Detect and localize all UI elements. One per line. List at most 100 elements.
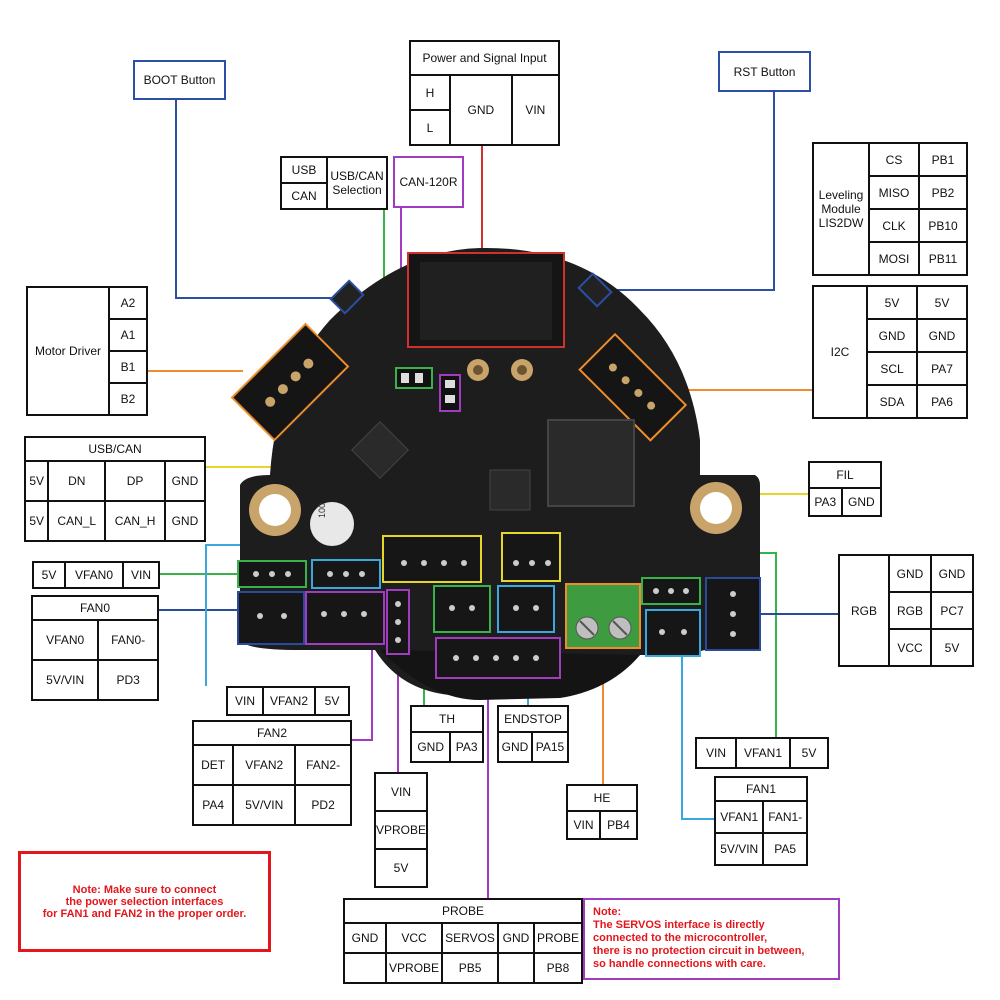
- fan0-table: FAN0 VFAN0 FAN0- 5V/VIN PD3: [30, 595, 159, 701]
- motor-pin: A1: [108, 318, 148, 352]
- th-pin: PA3: [449, 731, 484, 763]
- probe-pin: GND: [343, 922, 387, 954]
- fan2-sel-pin: 5V: [314, 686, 350, 716]
- fil-table: FIL PA3 GND: [808, 461, 883, 517]
- probe-pin: VCC: [384, 922, 444, 954]
- fan2-sel-pin: VIN: [226, 686, 264, 716]
- fan1-pin: 5V/VIN: [713, 832, 765, 866]
- rst-button: [577, 272, 613, 308]
- leveling-pin: CLK: [868, 208, 920, 243]
- rgb-table: RGB GND GND RGB PC7 VCC 5V: [838, 554, 974, 667]
- usbcan-pin: GND: [163, 460, 207, 502]
- i2c-pin: PA6: [916, 384, 968, 419]
- fan0-pin: PD3: [97, 659, 159, 701]
- he-terminal: [565, 583, 641, 649]
- pin-gnd: GND: [449, 74, 513, 146]
- rgb-connector: [705, 577, 761, 651]
- th-title: TH: [410, 705, 484, 733]
- leveling-pin: PB10: [918, 208, 968, 243]
- usbcan-connector: [382, 535, 482, 583]
- usbcan-title: USB/CAN: [24, 436, 206, 462]
- endstop-table: ENDSTOP GND PA15: [497, 705, 570, 763]
- endstop-pin: PA15: [530, 731, 570, 763]
- usb-option: USB: [280, 156, 328, 184]
- rgb-pin: GND: [930, 554, 974, 593]
- endstop-title: ENDSTOP: [497, 705, 569, 733]
- i2c-pin: 5V: [866, 285, 918, 320]
- fan1-pin: VFAN1: [713, 800, 765, 834]
- power-input-table: Power and Signal Input H GND VIN L: [409, 40, 561, 146]
- rgb-pin: GND: [888, 554, 932, 593]
- fil-pin: PA3: [808, 487, 843, 517]
- th-pin: GND: [409, 731, 452, 763]
- endstop-connector: [497, 585, 555, 633]
- fan1-sel-pin: VIN: [695, 737, 737, 769]
- motor-pin: B1: [108, 350, 148, 384]
- probe-title: PROBE: [343, 898, 583, 924]
- usbcan-pin: DN: [47, 460, 107, 502]
- fan2-sel-pin: VFAN2: [262, 686, 316, 716]
- fan0-title: FAN0: [31, 595, 159, 621]
- probe-pin: GND: [497, 922, 535, 954]
- fan1-sel-pin: VFAN1: [735, 737, 791, 769]
- servo-table: VIN VPROBE 5V: [373, 772, 429, 888]
- usbcan-selection-title: USB/CAN Selection: [326, 156, 388, 210]
- pin-l: L: [409, 109, 451, 146]
- i2c-title: I2C: [812, 285, 868, 419]
- fan2-pin: PA4: [191, 784, 235, 826]
- usbcan-pin: CAN_H: [104, 500, 166, 542]
- fan0-pin: FAN0-: [97, 619, 159, 661]
- rst-button-label: RST Button: [718, 51, 811, 92]
- can120-label: CAN-120R: [393, 156, 464, 208]
- leveling-module-table: Leveling Module LIS2DW CS PB1 MISO PB2 C…: [812, 142, 968, 276]
- usbcan-pin: 5V: [23, 500, 50, 542]
- boot-line: [175, 99, 338, 299]
- servo-pin: VPROBE: [373, 810, 429, 850]
- fan2-line: [352, 645, 373, 741]
- usbcan-pin: DP: [104, 460, 166, 502]
- pin-vin: VIN: [510, 74, 561, 146]
- boot-button-label: BOOT Button: [133, 60, 226, 100]
- i2c-pin: SCL: [866, 351, 918, 386]
- fil-connector: [501, 532, 561, 582]
- rst-line: [608, 91, 775, 291]
- board: 100: [230, 247, 761, 700]
- power-input-title: Power and Signal Input: [409, 40, 560, 76]
- motor-pin: A2: [108, 286, 148, 320]
- boot-button: [329, 279, 365, 315]
- fan2-title: FAN2: [192, 720, 352, 746]
- th-table: TH GND PA3: [409, 705, 484, 763]
- probe-pin: VPROBE: [384, 952, 444, 984]
- usbcan-pin: CAN_L: [47, 500, 107, 542]
- leveling-title: Leveling Module LIS2DW: [812, 142, 870, 276]
- fan0-pin: VFAN0: [30, 619, 100, 661]
- rgb-pin: PC7: [930, 591, 974, 630]
- i2c-pin: SDA: [866, 384, 918, 419]
- leveling-pin: MISO: [868, 175, 920, 210]
- fan0-sel-pin: VIN: [122, 561, 160, 589]
- fan1-pin: FAN1-: [762, 800, 808, 834]
- fan2-table: FAN2 DET VFAN2 FAN2- PA4 5V/VIN PD2: [191, 720, 352, 826]
- probe-pin: SERVOS: [441, 922, 499, 954]
- fan0-pin: 5V/VIN: [30, 659, 100, 701]
- fan1-connector: [645, 609, 701, 657]
- usbcan-selection-table: USB USB/CAN Selection CAN: [280, 156, 388, 210]
- fan1-table: FAN1 VFAN1 FAN1- 5V/VIN PA5: [713, 776, 808, 866]
- he-pin: PB4: [598, 810, 639, 840]
- leveling-pin: CS: [868, 142, 920, 177]
- fan2-pin: 5V/VIN: [232, 784, 297, 826]
- fan0-sel-pin: 5V: [32, 561, 66, 589]
- motor-driver-table: Motor Driver A2 A1 B1 B2: [26, 286, 148, 416]
- usbcan-pin: 5V: [23, 460, 50, 502]
- note-fan-order: Note: Make sure to connect the power sel…: [18, 851, 271, 952]
- he-pin: VIN: [566, 810, 601, 840]
- can-option: CAN: [280, 182, 328, 210]
- leveling-pin: MOSI: [868, 241, 920, 276]
- fan2-pin: FAN2-: [294, 744, 352, 786]
- probe-pin: PB5: [441, 952, 499, 984]
- leveling-pin: PB1: [918, 142, 968, 177]
- rgb-pin: VCC: [888, 628, 932, 667]
- motor-driver-title: Motor Driver: [26, 286, 110, 416]
- fan0-selection-table: 5V VFAN0 VIN: [32, 561, 160, 589]
